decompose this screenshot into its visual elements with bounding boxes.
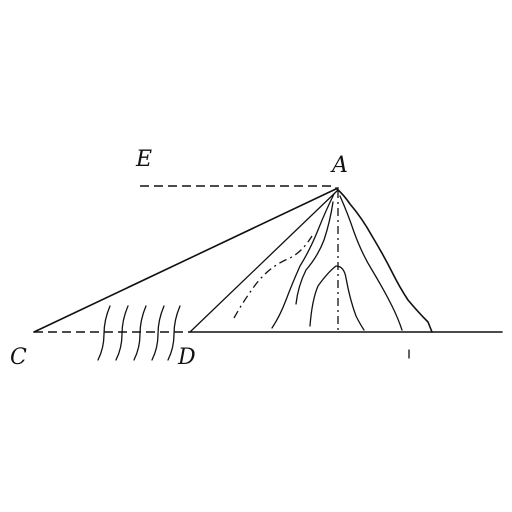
label-e: E	[135, 147, 152, 172]
wave-mark-2	[115, 305, 129, 361]
mountain-ridge-right	[339, 195, 403, 331]
wave-mark-5	[167, 305, 181, 361]
mountain-ridge-left	[271, 193, 335, 329]
mountain-peak-inner	[309, 265, 365, 331]
mountain-dashdot-slope	[233, 235, 313, 319]
mountain-ridge-inner	[295, 201, 334, 305]
mountain-outline	[335, 187, 433, 333]
label-d: D	[177, 345, 196, 370]
sight-line-da	[189, 189, 339, 333]
label-c: C	[10, 345, 27, 370]
wave-mark-4	[151, 305, 165, 361]
sight-line-ca	[33, 187, 339, 333]
wave-mark-3	[133, 305, 147, 361]
wave-mark-1	[97, 305, 111, 361]
label-a: A	[330, 153, 348, 178]
